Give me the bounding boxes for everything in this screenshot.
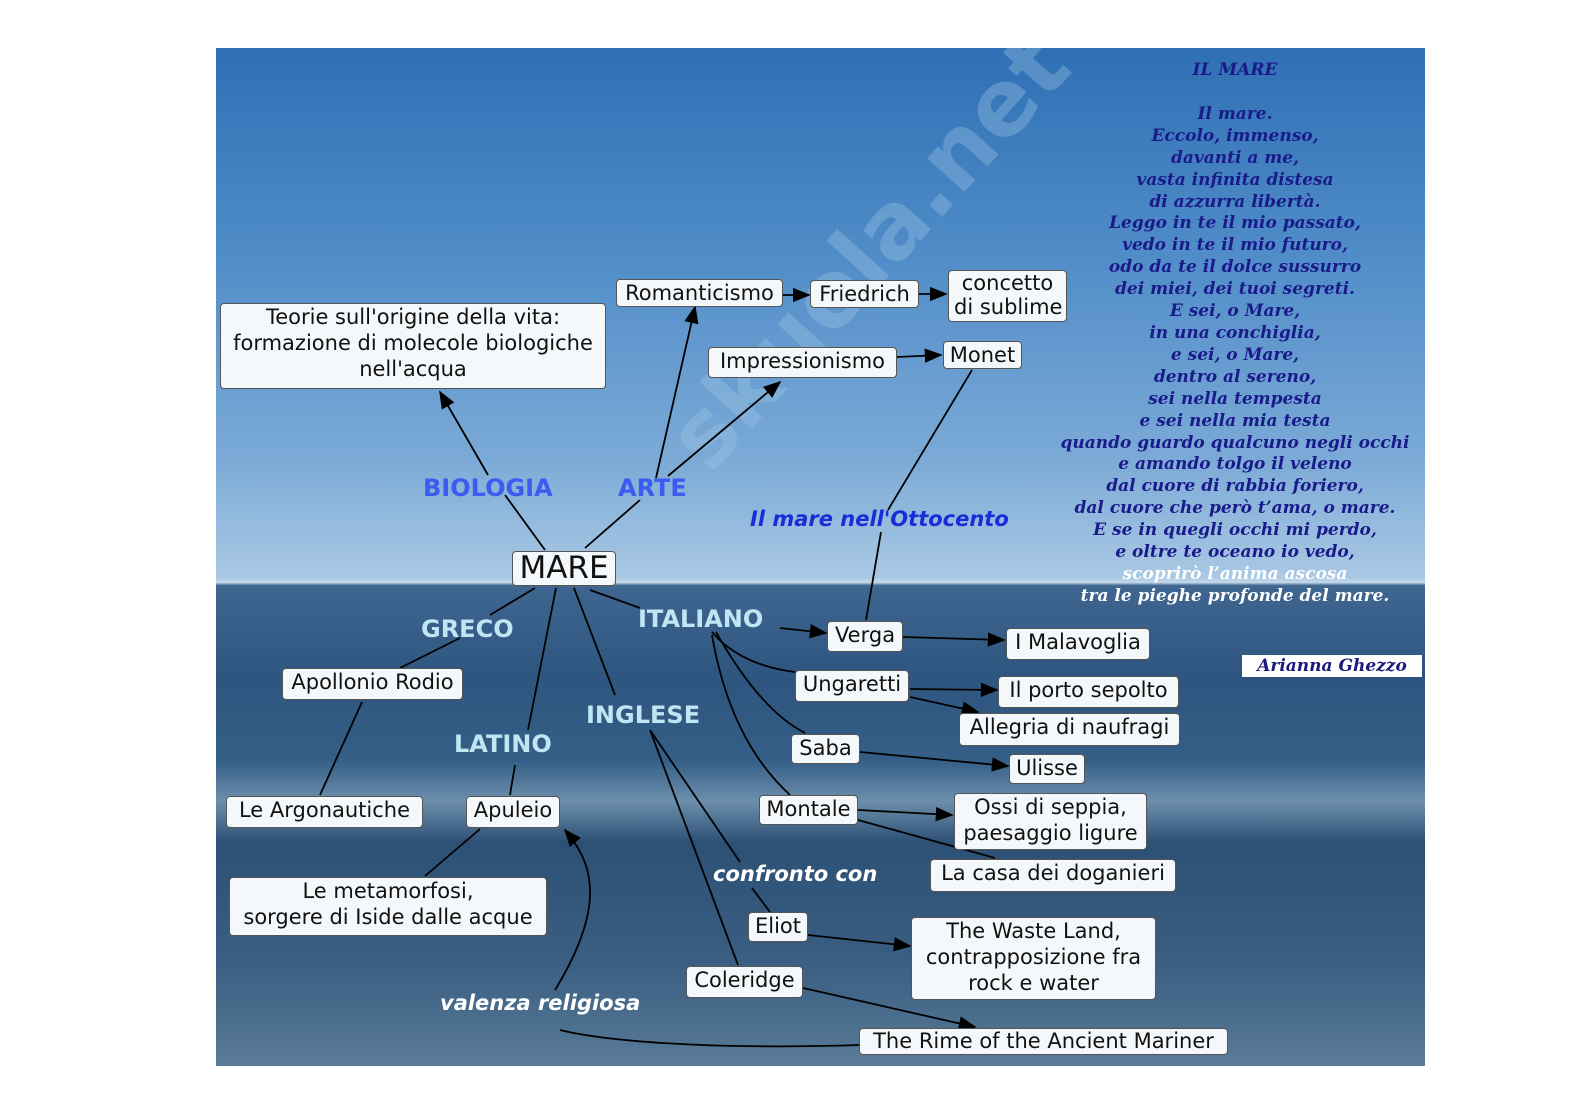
node-verga[interactable]: Verga bbox=[827, 621, 903, 652]
poem-line: vedo in te il mio futuro, bbox=[1122, 235, 1348, 256]
node-romanticismo[interactable]: Romanticismo bbox=[616, 279, 783, 307]
poem-line: dei miei, dei tuoi segreti. bbox=[1115, 279, 1355, 300]
poem-line: sei nella tempesta bbox=[1148, 388, 1322, 409]
node-line: Le metamorfosi, bbox=[302, 879, 474, 903]
node-line: formazione di molecole biologiche bbox=[233, 331, 593, 355]
poem-line: dal cuore che però t’ama, o mare. bbox=[1074, 498, 1396, 519]
node-allegria[interactable]: Allegria di naufragi bbox=[959, 713, 1180, 746]
poem-line: vasta infinita distesa bbox=[1136, 169, 1334, 190]
poem-line: davanti a me, bbox=[1170, 147, 1300, 168]
node-line: nell'acqua bbox=[359, 357, 467, 381]
node-line: The Waste Land, bbox=[946, 919, 1121, 943]
poem-line: Il mare. bbox=[1197, 103, 1273, 124]
link-valenza: valenza religiosa bbox=[440, 991, 641, 1015]
node-eliot[interactable]: Eliot bbox=[748, 912, 808, 942]
label-inglese: INGLESE bbox=[586, 701, 701, 729]
label-italiano: ITALIANO bbox=[638, 605, 764, 633]
node-line: Ossi di seppia, bbox=[974, 795, 1127, 819]
node-apuleio[interactable]: Apuleio bbox=[466, 796, 560, 828]
poem-line: e sei, o Mare, bbox=[1170, 344, 1300, 365]
poem-line: di azzurra libertà. bbox=[1149, 191, 1321, 212]
node-montale[interactable]: Montale bbox=[759, 795, 858, 825]
poem-line: tra le pieghe profonde del mare. bbox=[1080, 585, 1390, 606]
poem-line: e amando tolgo il veleno bbox=[1118, 454, 1352, 475]
poem-line: in una conchiglia, bbox=[1149, 322, 1321, 343]
node-line: contrapposizione fra bbox=[925, 945, 1142, 969]
poem-line: quando guardo qualcuno negli occhi bbox=[1060, 432, 1410, 453]
poem-lines: Il mare.Eccolo, immenso,davanti a me,vas… bbox=[1040, 104, 1430, 608]
node-friedrich[interactable]: Friedrich bbox=[810, 280, 919, 308]
poem-line: odo da te il dolce sussurro bbox=[1108, 257, 1362, 278]
node-porto[interactable]: Il porto sepolto bbox=[998, 676, 1179, 708]
link-confronto: confronto con bbox=[713, 862, 878, 886]
poem-line: e sei nella mia testa bbox=[1139, 410, 1331, 431]
node-sublime[interactable]: concetto di sublime bbox=[948, 270, 1067, 322]
node-ungaretti[interactable]: Ungaretti bbox=[795, 670, 909, 702]
node-rime[interactable]: The Rime of the Ancient Mariner bbox=[859, 1028, 1228, 1055]
label-biologia: BIOLOGIA bbox=[423, 474, 553, 502]
poem-line: e oltre te oceano io vedo, bbox=[1115, 542, 1355, 563]
node-line: sorgere di Iside dalle acque bbox=[243, 905, 533, 929]
node-ulisse[interactable]: Ulisse bbox=[1009, 754, 1085, 784]
node-casa[interactable]: La casa dei doganieri bbox=[930, 859, 1176, 892]
node-line: di sublime bbox=[954, 295, 1063, 319]
label-latino: LATINO bbox=[454, 730, 552, 758]
node-saba[interactable]: Saba bbox=[791, 734, 860, 764]
poem-line: Leggo in te il mio passato, bbox=[1109, 213, 1361, 234]
poem-line: dal cuore di rabbia foriero, bbox=[1106, 476, 1364, 497]
node-mare[interactable]: MARE bbox=[512, 551, 616, 586]
poem-line: E sei, o Mare, bbox=[1169, 301, 1301, 322]
node-teorie[interactable]: Teorie sull'origine della vita: formazio… bbox=[220, 303, 606, 389]
node-waste-land[interactable]: The Waste Land, contrapposizione fra roc… bbox=[911, 917, 1156, 1000]
node-argonautiche[interactable]: Le Argonautiche bbox=[226, 796, 423, 828]
poem-line: dentro al sereno, bbox=[1153, 366, 1317, 387]
poem-title: IL MARE bbox=[1192, 60, 1278, 80]
edge-biologia bbox=[440, 392, 546, 551]
node-ossi[interactable]: Ossi di seppia, paesaggio ligure bbox=[954, 793, 1147, 850]
poem: IL MARE Il mare.Eccolo, immenso,davanti … bbox=[1040, 60, 1430, 608]
node-line: rock e water bbox=[968, 971, 1099, 995]
node-apollonio[interactable]: Apollonio Rodio bbox=[282, 668, 463, 700]
node-monet[interactable]: Monet bbox=[943, 341, 1022, 369]
node-line: Teorie sull'origine della vita: bbox=[265, 305, 561, 329]
node-impressionismo[interactable]: Impressionismo bbox=[708, 347, 897, 378]
poem-author: Arianna Ghezzo bbox=[1242, 655, 1422, 677]
label-greco: GRECO bbox=[421, 615, 514, 643]
poem-line: scoprirò l’anima ascosa bbox=[1122, 563, 1348, 584]
node-metamorfosi[interactable]: Le metamorfosi, sorgere di Iside dalle a… bbox=[229, 877, 547, 936]
link-ottocento: Il mare nell'Ottocento bbox=[750, 507, 1009, 531]
node-malavoglia[interactable]: I Malavoglia bbox=[1006, 628, 1150, 660]
node-coleridge[interactable]: Coleridge bbox=[686, 966, 803, 998]
label-arte: ARTE bbox=[618, 474, 687, 502]
poem-line: Eccolo, immenso, bbox=[1151, 125, 1319, 146]
node-line: paesaggio ligure bbox=[963, 821, 1138, 845]
poem-line: E se in quegli occhi mi perdo, bbox=[1093, 520, 1377, 541]
node-line: concetto bbox=[961, 271, 1054, 295]
